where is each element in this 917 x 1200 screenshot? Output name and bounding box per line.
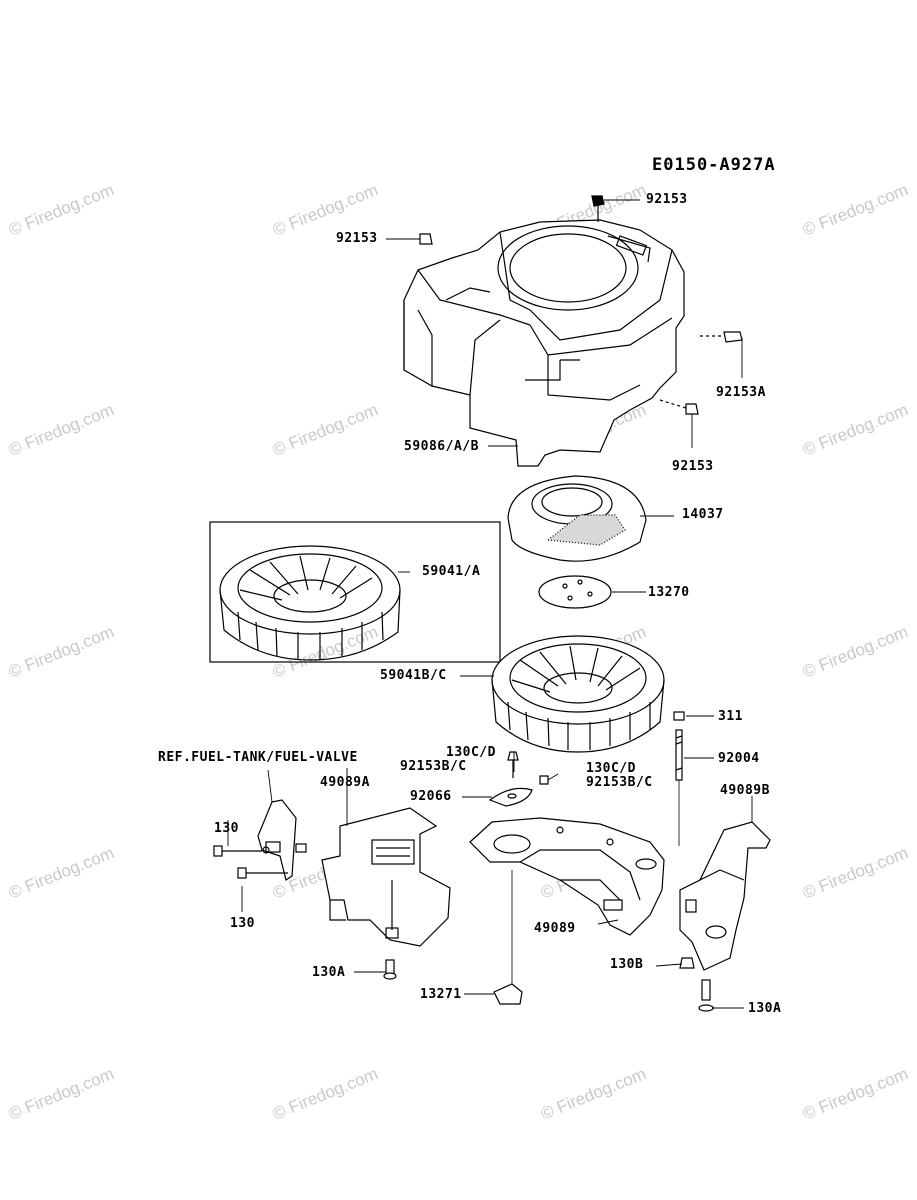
washer-92066-drawing	[488, 751, 549, 807]
part-label-311[interactable]: 311	[718, 709, 743, 724]
part-label-130A-left[interactable]: 130A	[312, 965, 346, 980]
part-label-59041BC[interactable]: 59041B/C	[380, 668, 447, 683]
part-label-130-bottom[interactable]: 130	[230, 916, 255, 931]
bolt-130B-drawing	[679, 957, 695, 969]
part-label-59086[interactable]: 59086/A/B	[404, 439, 479, 454]
bolt-92153-top-drawing	[591, 195, 605, 222]
bolt-92153-left-drawing	[419, 233, 433, 245]
bolt-130A-left-drawing	[383, 959, 397, 980]
part-label-92153-left[interactable]: 92153	[336, 231, 378, 246]
part-label-130CD-a[interactable]: 130C/D	[446, 745, 496, 760]
part-label-49089B[interactable]: 49089B	[720, 783, 770, 798]
part-label-49089A[interactable]: 49089A	[320, 775, 370, 790]
part-label-130A-right[interactable]: 130A	[748, 1001, 782, 1016]
bolt-92153-right-drawing	[659, 399, 699, 415]
leader-lines	[227, 199, 753, 1009]
part-label-92153BC-a[interactable]: 92153B/C	[400, 759, 467, 774]
clip-13271-drawing	[493, 870, 523, 1005]
bolt-92153A-drawing	[700, 331, 743, 343]
part-label-59041A[interactable]: 59041/A	[422, 564, 481, 579]
fan-cover-drawing	[507, 475, 647, 562]
cover-49089B-drawing	[679, 821, 771, 971]
part-label-13271[interactable]: 13271	[420, 987, 462, 1002]
part-label-92004[interactable]: 92004	[718, 751, 760, 766]
cover-49089A-drawing	[321, 807, 451, 947]
bolts-130-drawing	[213, 845, 288, 879]
part-label-130CD-b[interactable]: 130C/D	[586, 761, 636, 776]
flywheel-a-drawing	[219, 545, 401, 661]
part-label-130B[interactable]: 130B	[610, 957, 644, 972]
part-label-92066[interactable]: 92066	[410, 789, 452, 804]
ref-note[interactable]: REF.FUEL-TANK/FUEL-VALVE	[158, 750, 358, 765]
plate-drawing	[538, 575, 612, 609]
fuel-valve-bracket-drawing	[257, 799, 307, 881]
part-label-92153-top[interactable]: 92153	[646, 192, 688, 207]
blower-housing-drawing	[403, 219, 685, 467]
part-label-92153A[interactable]: 92153A	[716, 385, 766, 400]
part-label-92153-right[interactable]: 92153	[672, 459, 714, 474]
part-label-14037[interactable]: 14037	[682, 507, 724, 522]
stud-drawing	[673, 711, 685, 846]
flywheel-bc-drawing	[491, 635, 665, 753]
bracket-49089-drawing	[469, 817, 665, 936]
part-label-13270[interactable]: 13270	[648, 585, 690, 600]
part-label-130-top[interactable]: 130	[214, 821, 239, 836]
flywheel-option-box	[209, 521, 501, 663]
diagram-code: E0150-A927A	[652, 155, 776, 175]
bolt-130A-right-drawing	[698, 979, 714, 1012]
part-label-49089[interactable]: 49089	[534, 921, 576, 936]
part-label-92153BC-b[interactable]: 92153B/C	[586, 775, 653, 790]
